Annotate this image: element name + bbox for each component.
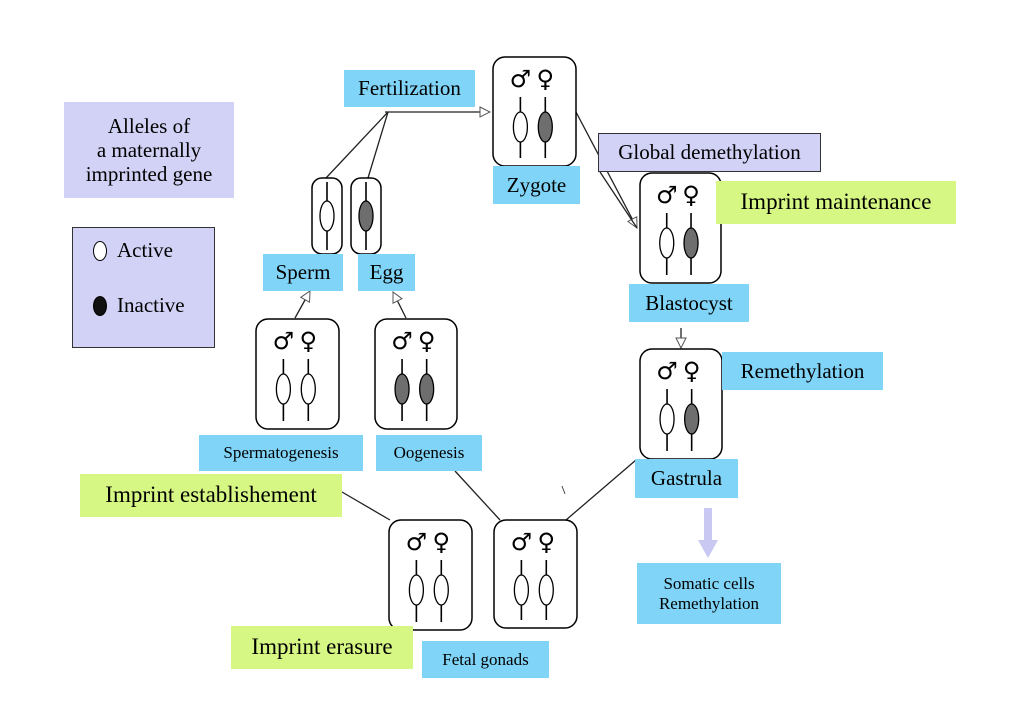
paternal-allele <box>659 227 675 259</box>
female-symbol-icon: ♀ <box>418 327 436 355</box>
cell-oogenesis-box <box>374 318 458 430</box>
egg-allele <box>358 200 374 232</box>
legend-title: Alleles of a maternally imprinted gene <box>64 102 234 198</box>
line-zygote-blasto-2 <box>599 171 638 229</box>
label-zygote: Zygote <box>493 166 580 204</box>
female-symbol-icon: ♀ <box>537 65 555 93</box>
cell-fetal-gonad-left-box <box>388 519 473 631</box>
connector-lines <box>294 111 681 521</box>
inactive-allele-icon <box>93 295 107 316</box>
paternal-allele <box>512 111 529 143</box>
label-fetal-gonads: Fetal gonads <box>422 641 549 678</box>
somatic-arrow <box>698 508 718 558</box>
maternal-allele <box>683 227 699 259</box>
line-egg-fert <box>367 111 389 179</box>
active-allele-icon <box>93 240 107 261</box>
label-sperm: Sperm <box>263 254 343 291</box>
paternal-allele <box>275 373 292 405</box>
legend-title-line-3: imprinted gene <box>85 162 213 187</box>
cell-gastrula: ♂♀ <box>639 348 723 460</box>
label-fertilization: Fertilization <box>344 70 475 107</box>
male-symbol-icon: ♂ <box>391 327 413 355</box>
sperm-allele <box>319 200 335 232</box>
paternal-allele <box>659 403 675 435</box>
male-symbol-icon: ♂ <box>510 65 532 93</box>
legend-box: Active Inactive <box>72 227 215 348</box>
cell-spermatogenesis: ♂♀ <box>255 318 340 430</box>
cell-fetal-gonad-left: ♂♀ <box>388 519 473 631</box>
line-gonad-oogen <box>454 470 501 521</box>
cell-blastocyst: ♂♀ <box>639 172 722 284</box>
male-symbol-icon: ♂ <box>511 528 533 556</box>
gamete-sperm <box>311 177 343 255</box>
cell-zygote: ♂♀ <box>492 56 577 167</box>
line-gastrula-gonad <box>565 459 637 521</box>
paternal-allele <box>513 574 530 606</box>
male-symbol-icon: ♂ <box>273 327 295 355</box>
maternal-allele <box>537 111 553 143</box>
line-sperm-fert <box>325 111 389 179</box>
maternal-allele <box>300 373 316 405</box>
legend-inactive-label: Inactive <box>117 293 185 317</box>
legend-title-line-2: a maternally <box>96 137 202 162</box>
cell-fetal-gonad-right-box <box>493 519 578 629</box>
female-symbol-icon: ♀ <box>683 357 701 385</box>
legend-active-label: Active <box>117 238 173 262</box>
label-remethylation: Remethylation <box>722 352 883 390</box>
label-global-demethylation: Global demethylation <box>598 133 821 172</box>
cell-fetal-gonad-right: ♂♀ <box>493 519 578 629</box>
label-spermatogenesis: Spermatogenesis <box>199 435 363 471</box>
male-symbol-icon: ♂ <box>656 181 678 209</box>
label-gastrula: Gastrula <box>635 459 738 498</box>
legend-inactive: Inactive <box>93 293 185 318</box>
line-sperm-gen-sperm <box>294 291 311 319</box>
female-symbol-icon: ♀ <box>433 528 451 556</box>
female-symbol-icon: ♀ <box>300 327 318 355</box>
line-oogen-egg <box>392 292 407 319</box>
cell-zygote-box <box>492 56 577 167</box>
label-somatic-line-2: Remethylation <box>658 593 760 613</box>
maternal-allele <box>538 574 554 606</box>
label-blastocyst: Blastocyst <box>629 284 749 322</box>
label-oogenesis: Oogenesis <box>376 435 482 471</box>
female-symbol-icon: ♀ <box>538 528 556 556</box>
label-egg: Egg <box>358 254 415 291</box>
cell-spermatogenesis-box <box>255 318 340 430</box>
cell-gastrula-box <box>639 348 723 460</box>
cell-blastocyst-box <box>639 172 722 284</box>
maternal-allele <box>684 403 700 435</box>
male-symbol-icon: ♂ <box>656 357 678 385</box>
label-imprint-erasure: Imprint erasure <box>231 626 413 669</box>
legend-title-line-1: Alleles of <box>107 113 191 138</box>
paternal-allele <box>394 373 410 405</box>
label-somatic-remethylation: Somatic cells Remethylation <box>637 563 781 624</box>
line-establish-gonad <box>341 491 391 521</box>
legend-active: Active <box>93 238 173 263</box>
gamete-egg <box>350 177 382 255</box>
label-imprint-establishment: Imprint establishement <box>80 474 342 517</box>
maternal-allele <box>433 574 449 606</box>
cell-oogenesis: ♂♀ <box>374 318 458 430</box>
stray-mark <box>561 485 566 495</box>
male-symbol-icon: ♂ <box>406 528 428 556</box>
female-symbol-icon: ♀ <box>682 181 700 209</box>
maternal-allele <box>419 373 435 405</box>
label-imprint-maintenance: Imprint maintenance <box>716 181 956 224</box>
label-somatic-line-1: Somatic cells <box>663 573 755 593</box>
cells-layer: ♂♀♂♀♂♀♂♀♂♀♂♀♂♀ <box>255 56 723 631</box>
paternal-allele <box>408 574 425 606</box>
